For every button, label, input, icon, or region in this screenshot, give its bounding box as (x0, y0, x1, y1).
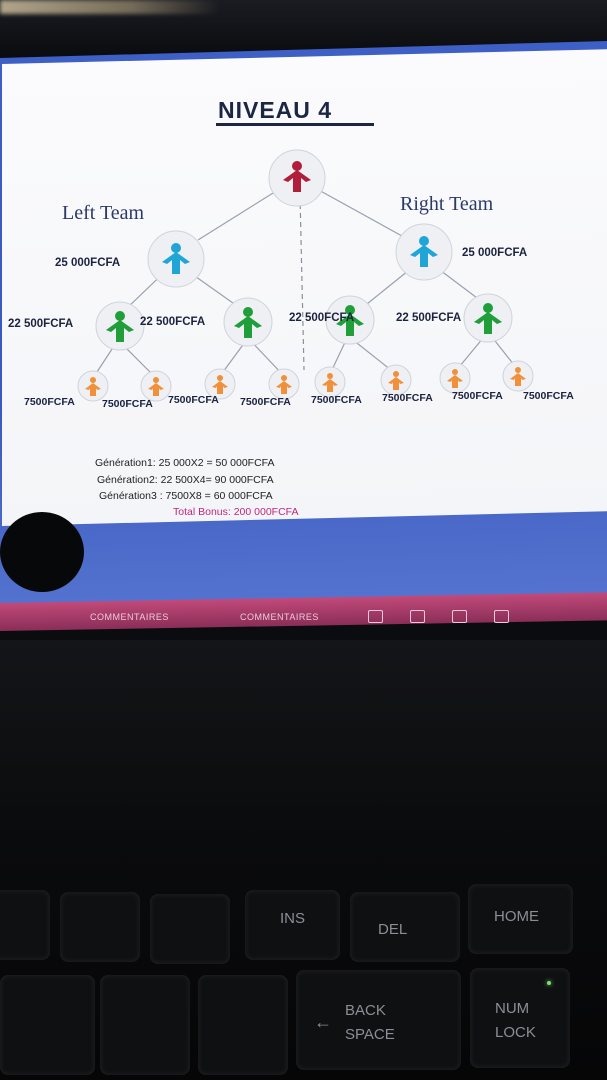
person-icon (474, 303, 502, 334)
gen2-amount-3: 22 500FCFA (289, 312, 355, 324)
gen1-amount-right: 25 000FCFA (462, 247, 528, 259)
slide-title: NIVEAU 4 (218, 97, 333, 123)
home-key-label: HOME (494, 908, 539, 925)
level2-node-1 (95, 301, 145, 351)
gen2-amount-2: 22 500FCFA (140, 316, 206, 328)
key[interactable] (198, 975, 288, 1075)
del-key-label: DEL (378, 921, 408, 938)
level3-node (314, 366, 346, 398)
key[interactable] (150, 894, 230, 964)
gen3-amount-5: 7500FCFA (311, 394, 362, 406)
title-underline (216, 123, 374, 126)
level1-right-node (395, 223, 453, 281)
gen3-amount-2: 7500FCFA (102, 398, 153, 410)
summary-generation-1: Génération1: 25 000X2 = 50 000FCFA (95, 457, 275, 469)
key[interactable] (0, 890, 50, 960)
summary-generation-3: Génération3 : 7500X8 = 60 000FCFA (99, 490, 273, 502)
level3-node (77, 370, 109, 402)
person-icon (234, 307, 262, 338)
space-label: SPACE (345, 1026, 395, 1043)
level3-node (502, 360, 534, 392)
gen3-amount-8: 7500FCFA (523, 390, 574, 402)
level3-node (268, 368, 300, 400)
numlock-led-icon (547, 981, 551, 985)
level2-node-3 (325, 295, 375, 345)
back-arrow-icon: ← (314, 1012, 332, 1032)
ins-key[interactable] (245, 890, 340, 960)
key[interactable] (100, 975, 190, 1075)
gen3-amount-6: 7500FCFA (382, 392, 433, 404)
numlock-key[interactable] (470, 968, 570, 1068)
normal-view-icon[interactable] (368, 610, 383, 623)
del-key[interactable] (350, 892, 460, 962)
total-bonus: Total Bonus: 200 000FCFA (173, 506, 299, 518)
slide-sorter-icon[interactable] (410, 610, 425, 623)
home-key[interactable] (468, 884, 573, 954)
gen1-amount-left: 25 000FCFA (55, 257, 121, 269)
level3-nodes (77, 360, 534, 402)
person-icon (106, 311, 134, 342)
lock-label: LOCK (495, 1024, 536, 1041)
summary-generation-2: Génération2: 22 500X4= 90 000FCFA (97, 474, 274, 486)
right-team-label: Right Team (400, 193, 494, 215)
person-icon (336, 305, 364, 336)
left-team-label: Left Team (62, 202, 145, 224)
comments-button-1[interactable]: COMMENTAIRES (90, 612, 169, 622)
level3-node (380, 364, 412, 396)
team-divider (299, 194, 305, 371)
gen3-amount-1: 7500FCFA (24, 396, 75, 408)
person-icon (283, 161, 311, 192)
comments-button-2[interactable]: COMMENTAIRES (240, 612, 319, 622)
person-icon (410, 236, 438, 267)
referral-tree-diagram (77, 149, 534, 402)
backspace-key[interactable] (296, 970, 461, 1070)
gen3-amount-3: 7500FCFA (168, 394, 219, 406)
gen2-amount-1: 22 500FCFA (8, 318, 74, 330)
reading-view-icon[interactable] (452, 610, 467, 623)
key[interactable] (60, 892, 140, 962)
level2-node-2 (223, 297, 273, 347)
gen3-amount-7: 7500FCFA (452, 390, 503, 402)
level1-left-node (147, 230, 205, 288)
slideshow-icon[interactable] (494, 610, 509, 623)
back-label: BACK (345, 1002, 386, 1019)
gen3-amount-4: 7500FCFA (240, 396, 291, 408)
gen2-amount-4: 22 500FCFA (396, 312, 462, 324)
ins-key-label: INS (280, 910, 306, 927)
level3-node (439, 362, 471, 394)
screen-obstruction (0, 512, 84, 592)
level2-node-4 (463, 293, 513, 343)
bezel-glare (0, 0, 220, 14)
person-icon (162, 243, 190, 274)
num-label: NUM (495, 1000, 530, 1017)
level3-node (204, 368, 236, 400)
level3-node (140, 370, 172, 402)
root-member-node (268, 149, 326, 207)
key[interactable] (0, 975, 95, 1075)
